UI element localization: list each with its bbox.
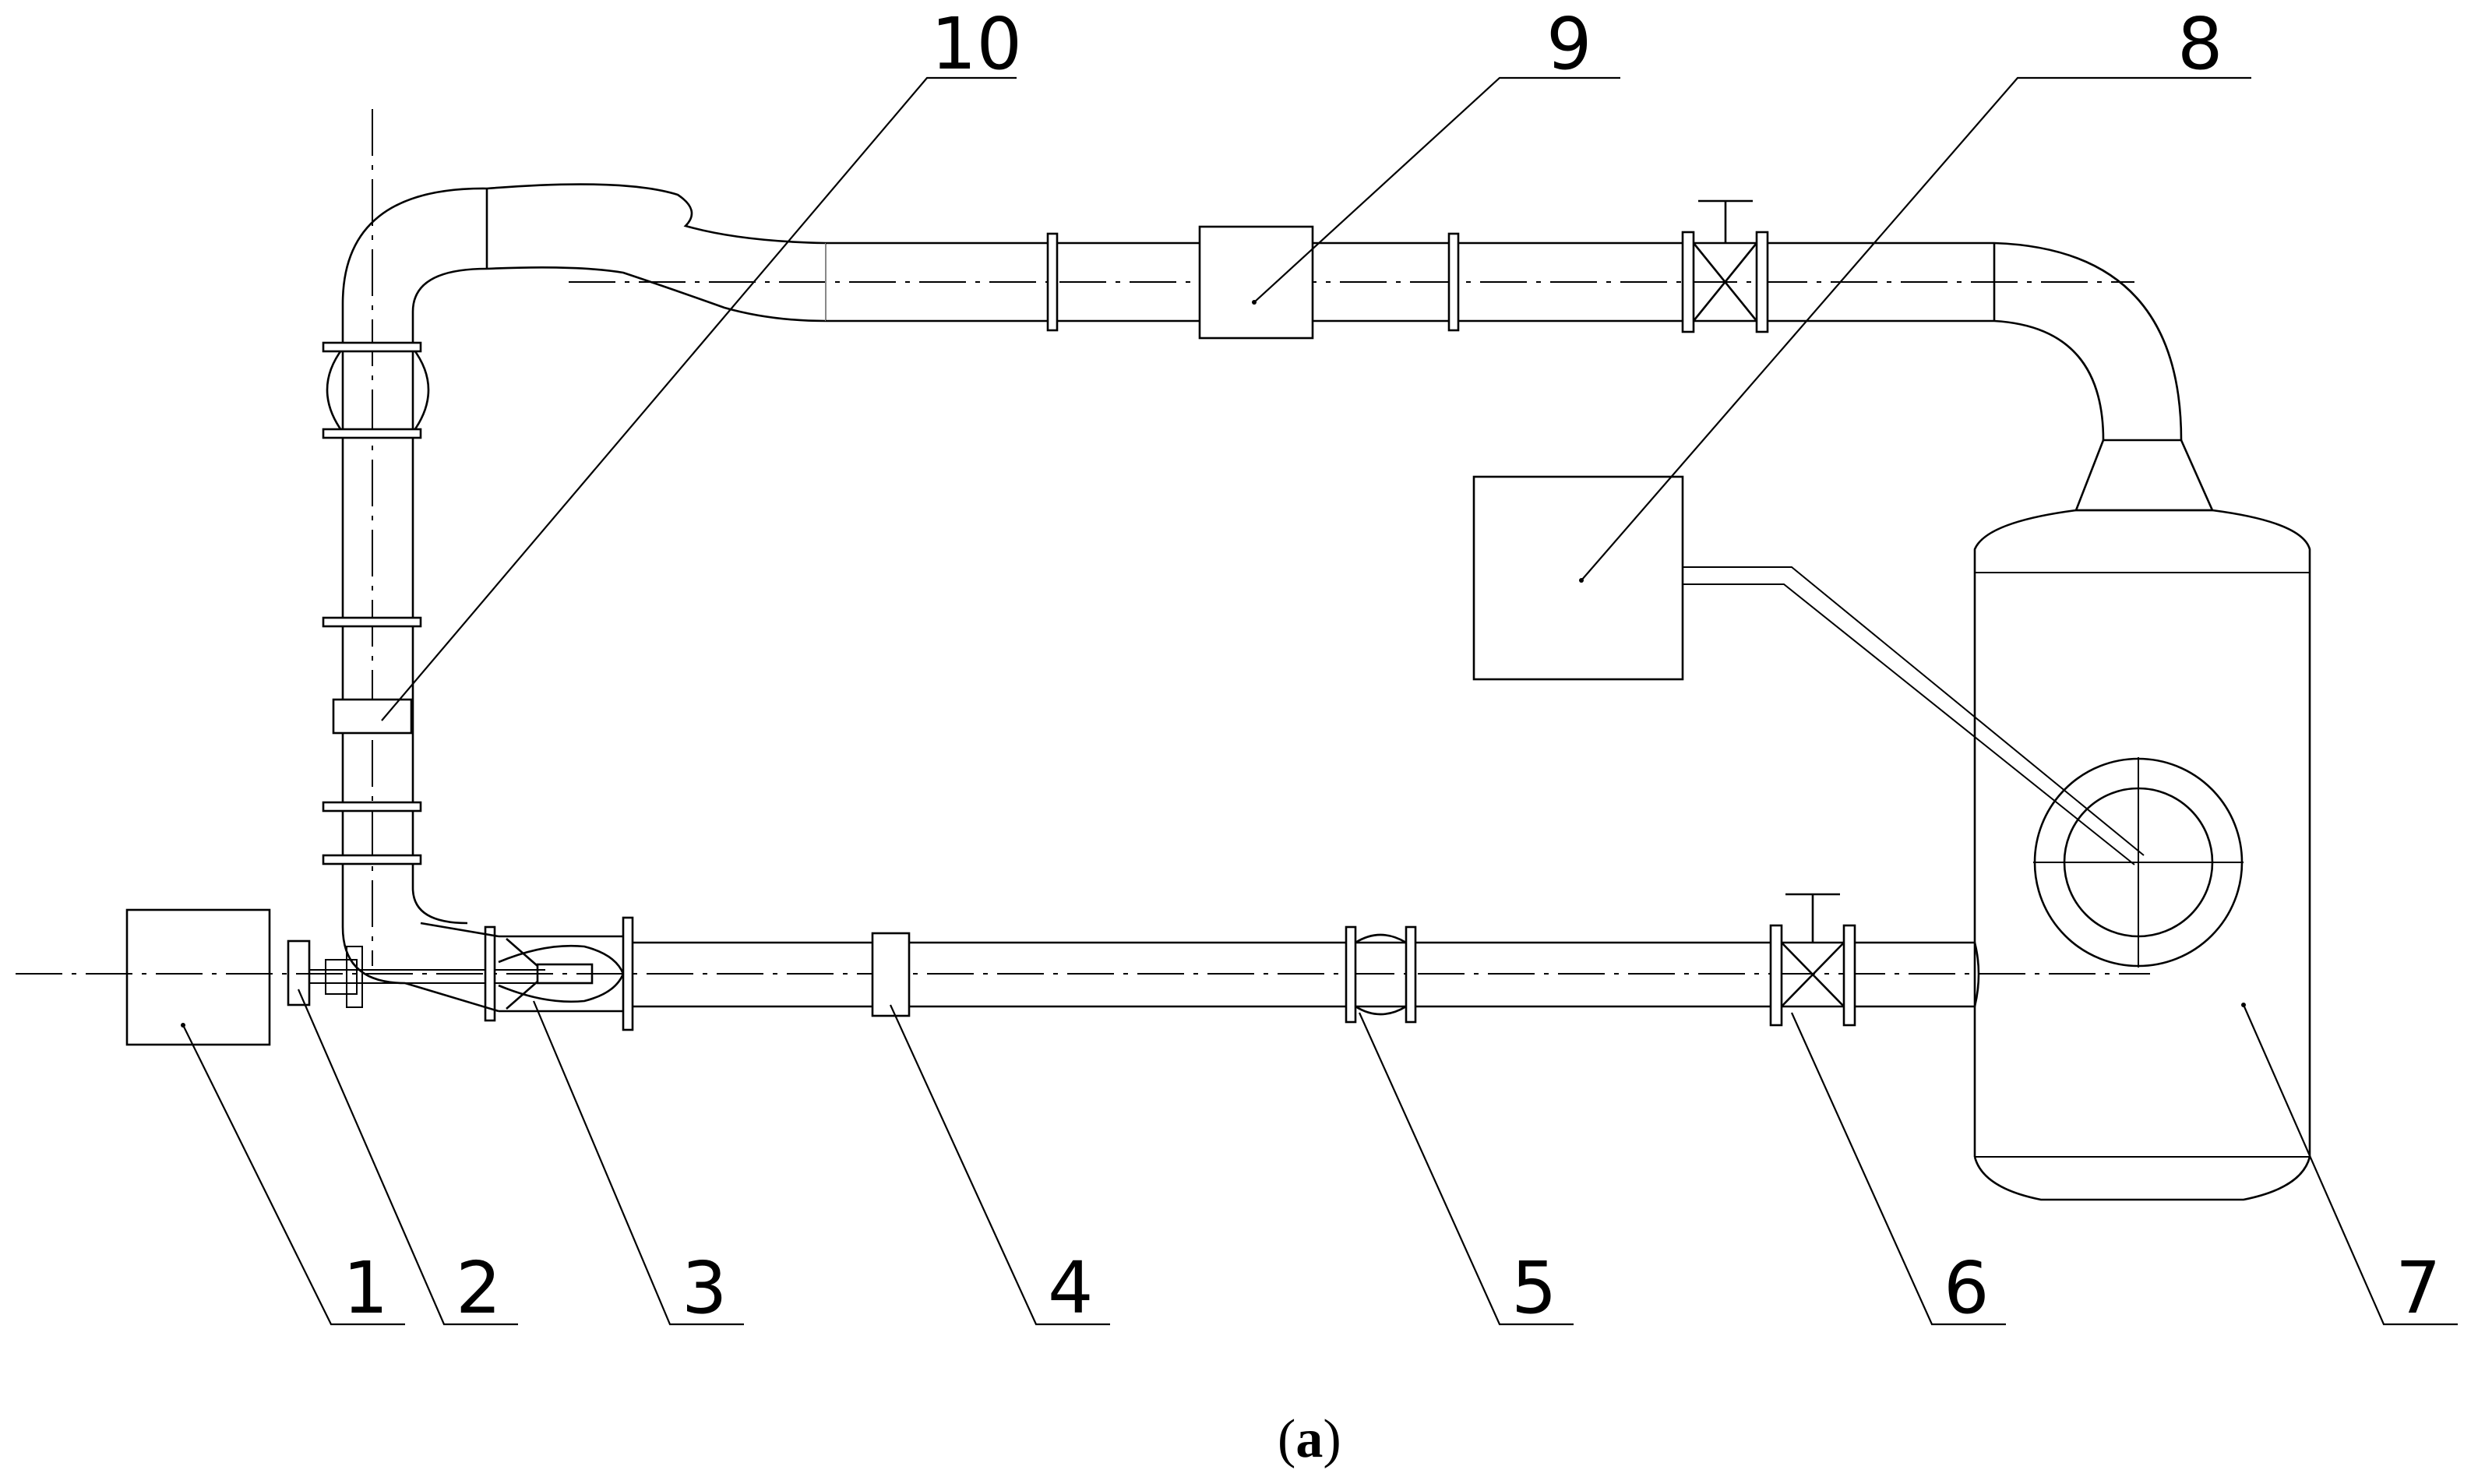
bottom-flange-right — [1405, 925, 1417, 1024]
bottom-valve-cross-2 — [1781, 942, 1845, 1007]
bottom-flange-left — [1345, 925, 1357, 1024]
pump-section — [404, 916, 634, 1031]
vertical-bulge — [326, 347, 430, 433]
top-left-bend-inner — [411, 267, 488, 347]
top-flange — [1447, 232, 1460, 332]
pump-flange-left — [484, 925, 496, 1022]
vessel-bottom-head — [1973, 1156, 2311, 1201]
coupling — [287, 939, 311, 1006]
leader-1 — [182, 1024, 405, 1326]
label-5: 5 — [1511, 1246, 1557, 1330]
caption-close: ) — [1323, 1409, 1341, 1469]
bottom-flange-pair — [1345, 925, 1417, 1024]
leader-3 — [532, 1000, 744, 1326]
label-6: 6 — [1944, 1246, 1990, 1330]
top-right-bend-outer — [1993, 241, 2183, 441]
top-right-bend-inner — [1993, 319, 2105, 441]
leader-8 — [1581, 76, 2251, 581]
top-pipe-instrument — [1198, 225, 1314, 340]
control-conduit-upper — [1683, 566, 2145, 856]
pump-blade-1 — [506, 938, 538, 967]
top-flange — [1046, 232, 1059, 332]
leader-lines — [182, 76, 2458, 1326]
bottom-left-bend-outer — [341, 859, 406, 985]
pump-hub — [536, 963, 594, 985]
label-10: 10 — [931, 2, 1022, 86]
top-contraction-upper — [486, 183, 827, 245]
top-valve-cross-2 — [1692, 242, 1758, 322]
leader-dot — [1579, 578, 1584, 583]
leader-dot — [1252, 300, 1257, 305]
leader-10 — [381, 76, 1017, 721]
vertical-flange — [322, 428, 422, 439]
leader-dots — [181, 300, 2246, 1028]
vertical-flange — [322, 341, 422, 353]
label-8: 8 — [2177, 2, 2223, 86]
leader-2 — [297, 989, 518, 1326]
bottom-pipe-instrument — [871, 932, 911, 1017]
bottom-bulge — [1355, 933, 1407, 1016]
bottom-valve-flange-right — [1842, 924, 1856, 1027]
bottom-left-bend-inner — [411, 859, 468, 925]
leader-4 — [889, 1004, 1110, 1326]
shaft-bearing — [346, 946, 363, 1008]
vertical-flanges — [322, 341, 422, 865]
bottom-valve — [1769, 893, 1856, 1027]
leader-7 — [2242, 1004, 2458, 1326]
label-4: 4 — [1048, 1246, 1094, 1330]
top-left-bend-outer — [341, 187, 488, 347]
leader-5 — [1358, 1012, 1574, 1326]
caption-letter: a — [1295, 1409, 1323, 1469]
pump-inlet-wall — [420, 922, 499, 938]
top-valve — [1681, 199, 1769, 333]
leader-dot — [181, 1023, 185, 1028]
vertical-flange — [322, 616, 422, 628]
vessel-cone — [2074, 439, 2215, 512]
bottom-pipe-vessel-joint — [1973, 942, 1980, 1007]
vertical-flange — [322, 854, 422, 865]
label-3: 3 — [682, 1246, 728, 1330]
label-9: 9 — [1546, 2, 1592, 86]
label-1: 1 — [343, 1246, 389, 1330]
label-7: 7 — [2395, 1246, 2441, 1330]
pump-blade-2 — [506, 981, 538, 1010]
leader-dot — [2241, 1003, 2246, 1007]
top-valve-flange-left — [1681, 231, 1695, 333]
bottom-valve-flange-left — [1769, 924, 1783, 1027]
leader-9 — [1253, 76, 1620, 303]
vertical-pipe-instrument — [332, 698, 413, 735]
label-2: 2 — [456, 1246, 502, 1330]
caption-open: ( — [1278, 1409, 1295, 1469]
pump-inlet-wall-lower — [404, 982, 499, 1013]
shaft-seal — [325, 959, 358, 995]
control-box — [1472, 475, 1684, 681]
vessel-sight-window — [2033, 757, 2244, 968]
vertical-flange — [322, 801, 422, 812]
pump-flange-right — [622, 916, 634, 1031]
top-flanges — [1046, 232, 1460, 332]
figure-caption: (a) — [1278, 1409, 1341, 1469]
motor — [125, 908, 271, 1046]
pump-impeller-lower — [498, 973, 625, 1003]
leader-6 — [1790, 1012, 2006, 1326]
top-contraction-lower — [486, 266, 827, 323]
top-valve-flange-right — [1755, 231, 1769, 333]
control-conduit-lower — [1683, 583, 2135, 865]
vessel-top-head — [1973, 509, 2311, 573]
